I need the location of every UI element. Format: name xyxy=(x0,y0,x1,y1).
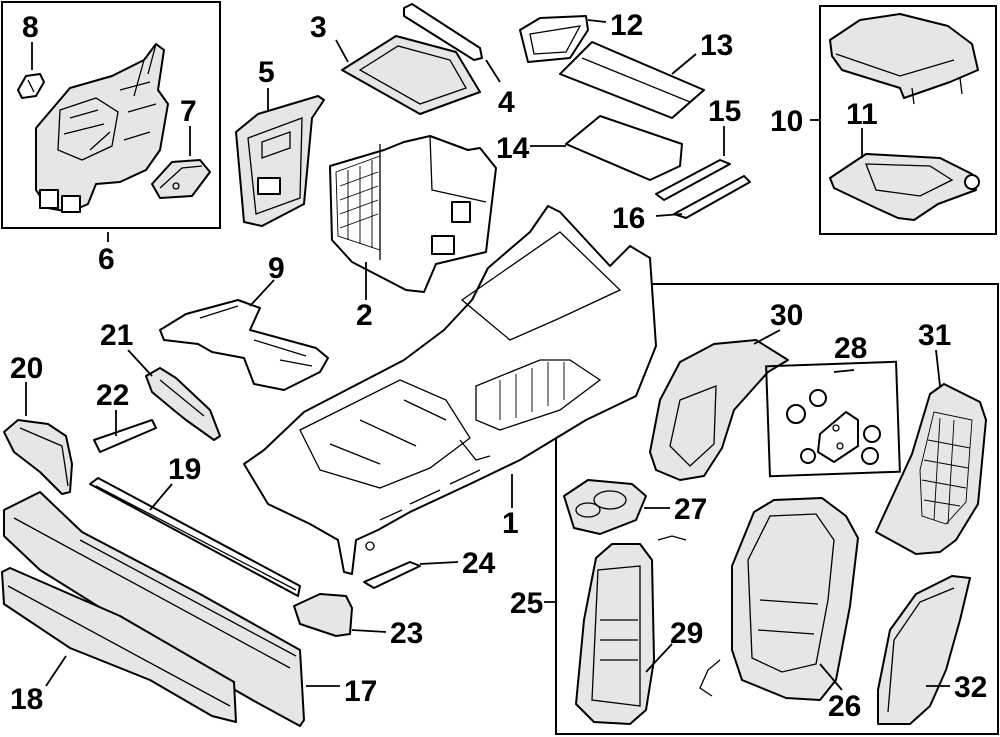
callout-24: 24 xyxy=(462,547,496,580)
callout-23: 23 xyxy=(390,617,423,650)
part-21-bracket xyxy=(145,367,221,441)
callout-1: 1 xyxy=(502,507,519,540)
callout-13: 13 xyxy=(700,29,733,62)
callout-12: 12 xyxy=(610,9,643,42)
part-23-small-cover xyxy=(293,593,353,637)
part-15-strip xyxy=(655,159,731,201)
callout-15: 15 xyxy=(708,95,741,128)
callout-8: 8 xyxy=(22,11,39,44)
part-5-bracket-panel xyxy=(235,95,325,227)
group-box-shifter xyxy=(1,1,221,229)
callout-9: 9 xyxy=(268,252,285,285)
callout-14: 14 xyxy=(496,132,530,165)
callout-20: 20 xyxy=(10,352,43,385)
part-28-hardware-kit xyxy=(765,360,901,478)
callout-2: 2 xyxy=(356,299,373,332)
part-1-console-housing xyxy=(243,205,657,575)
part-20-end-cap xyxy=(3,419,73,495)
part-4-strip xyxy=(403,3,483,61)
part-14-mat xyxy=(565,115,683,181)
leader-lines xyxy=(25,19,950,691)
callout-16: 16 xyxy=(612,202,645,235)
callout-25: 25 xyxy=(510,587,543,620)
callout-11: 11 xyxy=(846,98,878,131)
callout-31: 31 xyxy=(918,319,951,352)
callout-22: 22 xyxy=(96,379,129,412)
part-13-mat xyxy=(559,41,705,119)
callout-18: 18 xyxy=(10,683,43,716)
callout-29: 29 xyxy=(670,617,703,650)
callout-3: 3 xyxy=(310,11,327,44)
callout-21: 21 xyxy=(100,319,133,352)
part-2-storage-bin xyxy=(329,135,497,293)
part-9-bracket xyxy=(159,299,329,391)
callout-27: 27 xyxy=(674,493,707,526)
part-18-lower-panel xyxy=(1,567,237,723)
part-11-armrest-base xyxy=(829,153,980,221)
part-27-cup-holder xyxy=(563,479,647,535)
group-box-rear-console xyxy=(555,283,999,735)
callout-10: 10 xyxy=(770,105,803,138)
part-12-panel xyxy=(519,15,589,63)
callout-28: 28 xyxy=(834,332,867,365)
callout-17: 17 xyxy=(344,675,377,708)
callout-5: 5 xyxy=(258,56,275,89)
part-6-shifter-assembly xyxy=(35,43,169,213)
part-17-side-panel xyxy=(3,491,305,727)
part-19-trim-strip xyxy=(89,477,301,597)
part-26-rear-module xyxy=(699,497,859,701)
callout-6: 6 xyxy=(98,243,115,276)
callout-30: 30 xyxy=(770,299,803,332)
callout-19: 19 xyxy=(168,453,201,486)
part-10-armrest-lid xyxy=(829,13,979,105)
part-32-end-panel xyxy=(877,575,971,725)
part-30-rear-trim xyxy=(649,339,789,481)
callout-26: 26 xyxy=(828,690,861,723)
part-22-strip xyxy=(93,419,157,453)
part-24-clip-strip xyxy=(363,561,421,589)
part-29-rear-panel xyxy=(575,535,687,725)
callout-4: 4 xyxy=(498,86,515,119)
callout-32: 32 xyxy=(954,671,987,704)
part-7-module xyxy=(151,159,211,199)
callout-labels: 1 2 3 4 5 6 7 8 9 10 11 12 13 14 15 16 1… xyxy=(10,9,987,723)
part-8-clip xyxy=(17,73,45,99)
callout-7: 7 xyxy=(180,95,197,128)
part-31-mesh-bin xyxy=(875,383,987,555)
part-3-tray xyxy=(341,35,481,115)
part-16-strip xyxy=(673,175,751,219)
